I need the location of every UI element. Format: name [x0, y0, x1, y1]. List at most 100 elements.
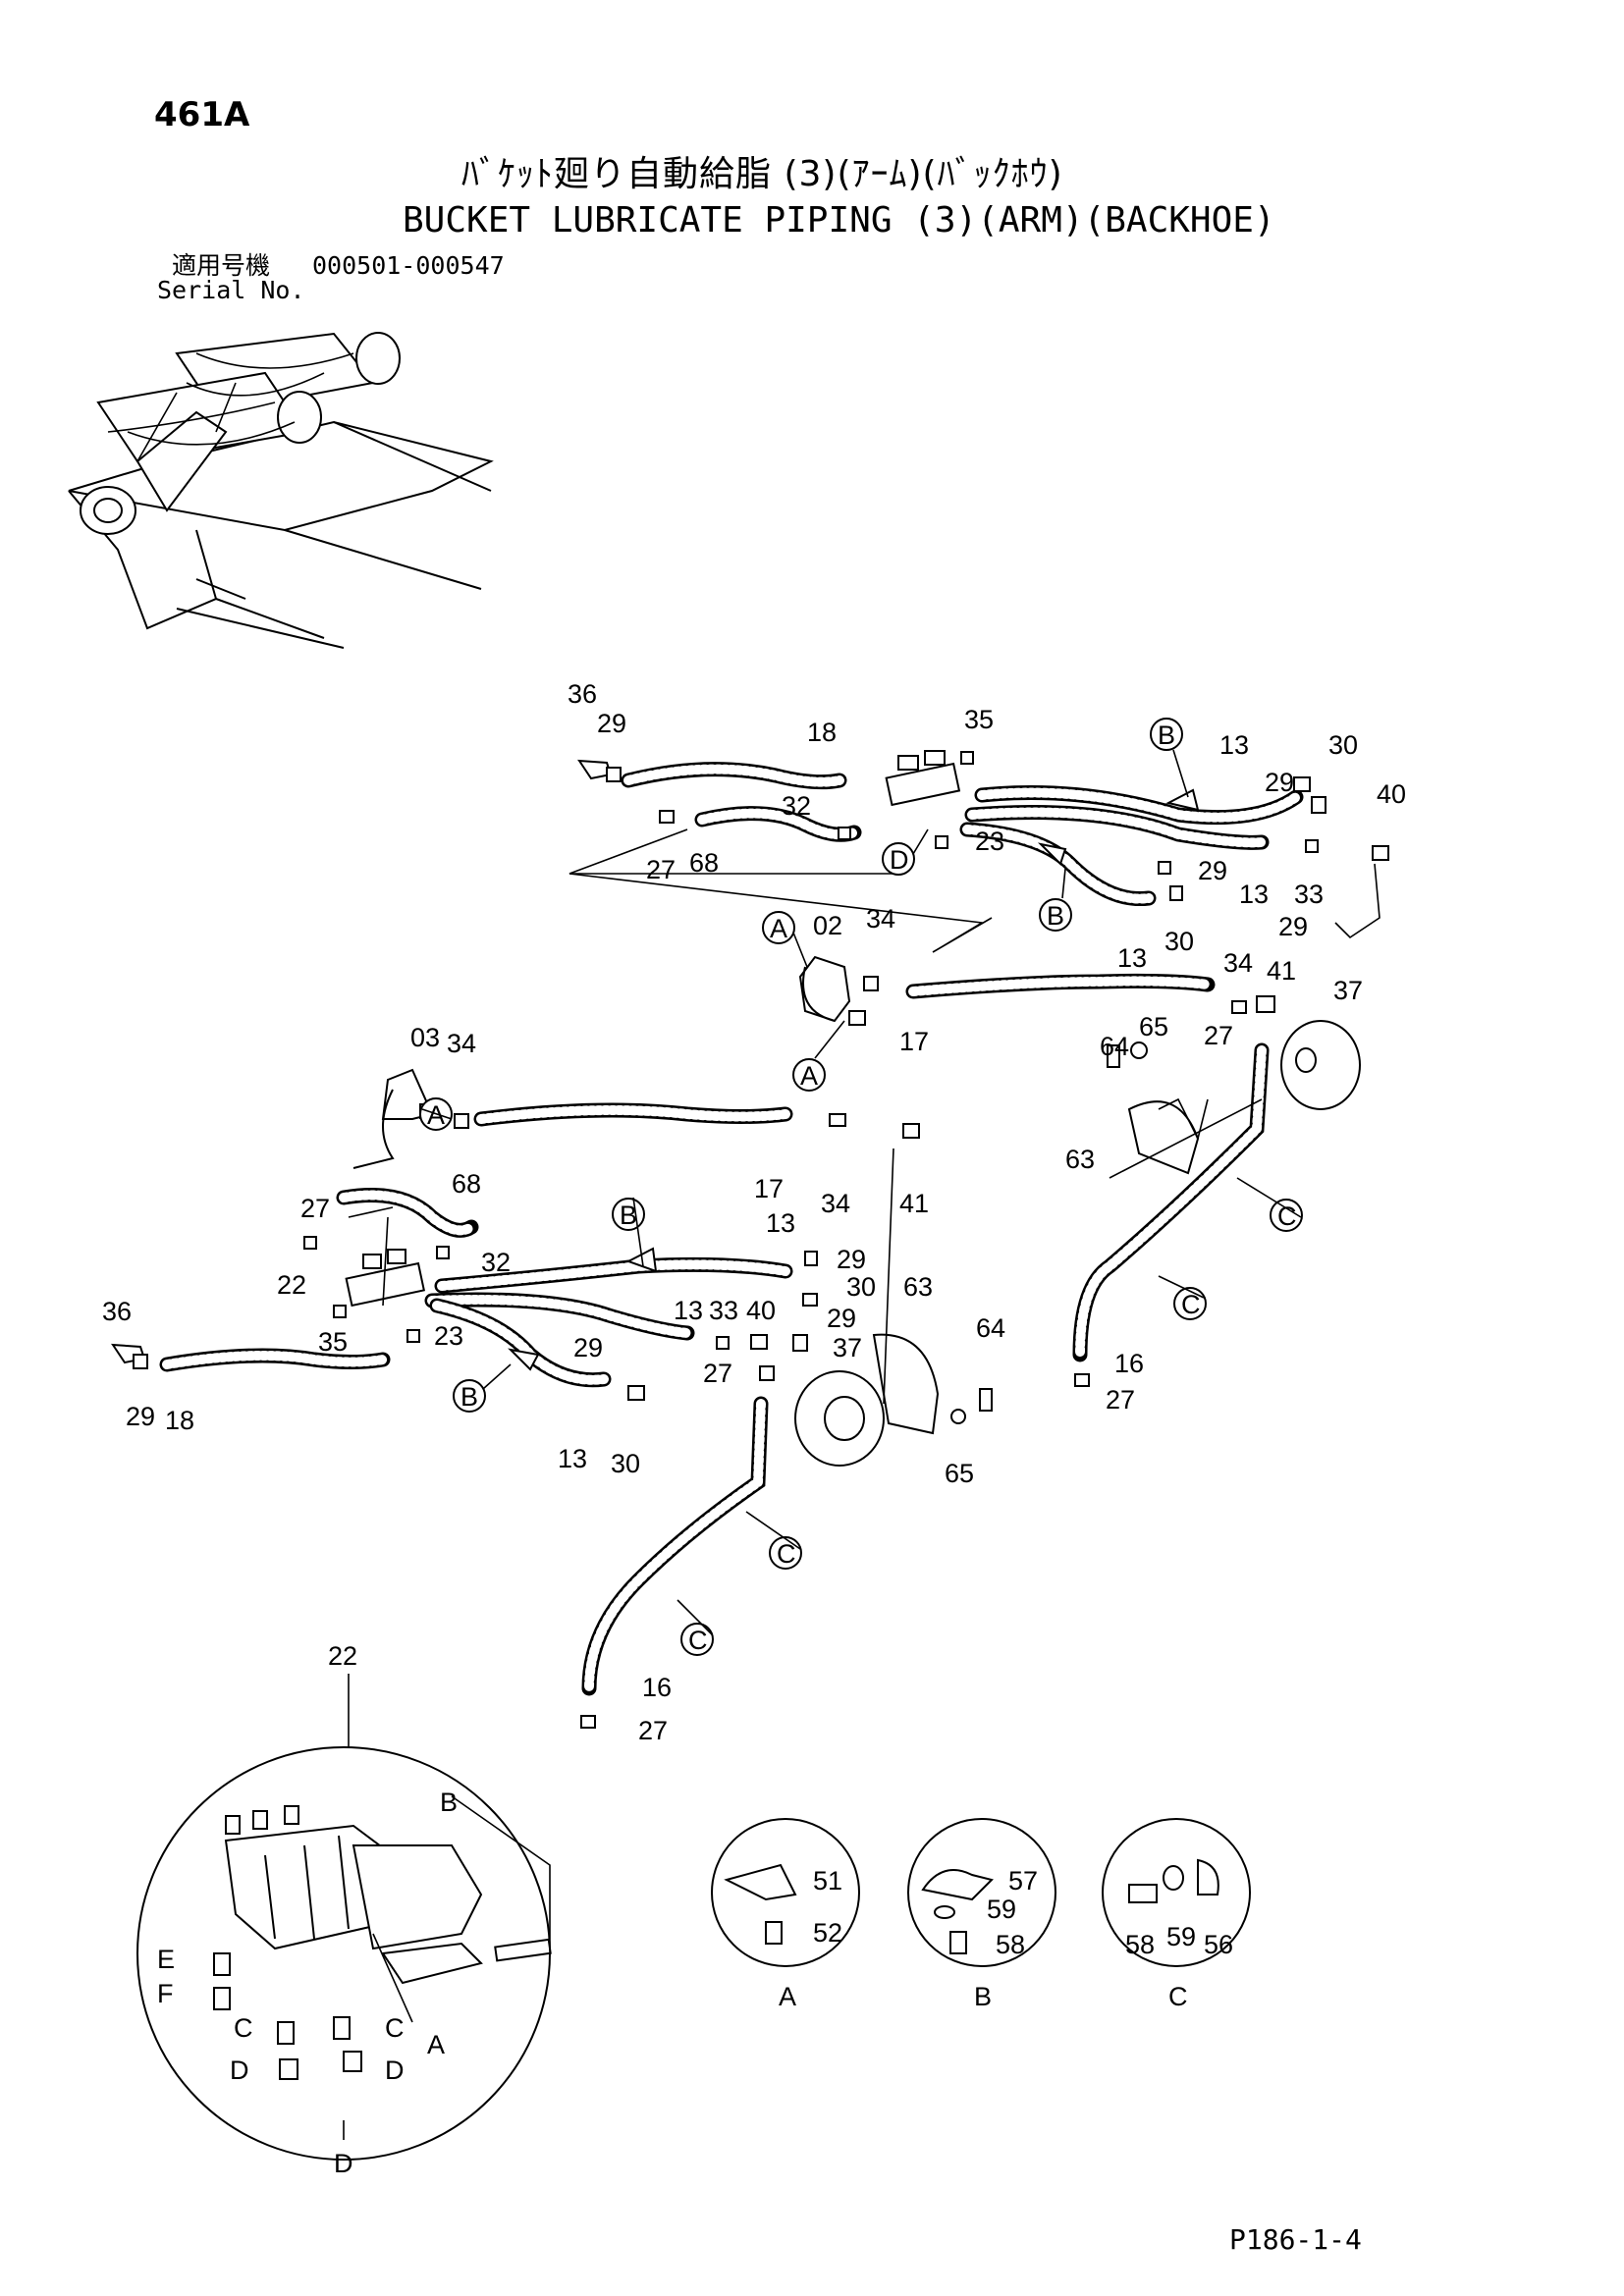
marker-b: B	[453, 1379, 486, 1413]
callout-27: 27	[646, 855, 676, 884]
svg-text:B: B	[460, 1382, 478, 1412]
callout-13: 13	[766, 1208, 795, 1238]
callout-58: 58	[996, 1930, 1025, 1959]
marker-b: B	[612, 1198, 645, 1231]
callout-41: 41	[1267, 956, 1296, 986]
svg-text:B: B	[620, 1201, 637, 1230]
serial-label-english: Serial No.	[157, 276, 305, 304]
callout-68: 68	[689, 848, 719, 878]
detail-c-view	[1102, 1818, 1251, 1967]
callout-29: 29	[573, 1333, 603, 1362]
callout-13: 13	[1219, 730, 1249, 760]
callout-13: 13	[1239, 880, 1269, 909]
detail-label-b: B	[440, 1788, 458, 1817]
callout-58: 58	[1125, 1930, 1155, 1959]
marker-b: B	[1039, 898, 1072, 932]
middle-assembly	[798, 955, 1361, 1387]
callout-30: 30	[611, 1449, 640, 1478]
callout-33: 33	[709, 1296, 738, 1325]
callout-37: 37	[1333, 976, 1363, 1005]
callout-17: 17	[754, 1174, 784, 1203]
callout-18: 18	[807, 718, 837, 747]
detail-label-b: B	[974, 1982, 992, 2011]
callout-22: 22	[328, 1641, 357, 1671]
callout-65: 65	[1139, 1012, 1168, 1041]
detail-label-e: E	[157, 1945, 175, 1974]
marker-a: A	[792, 1058, 826, 1092]
callout-57: 57	[1008, 1866, 1038, 1896]
callout-30: 30	[1164, 927, 1194, 956]
callout-13: 13	[1117, 943, 1147, 973]
callout-68: 68	[452, 1169, 481, 1199]
callout-63: 63	[903, 1272, 933, 1302]
svg-text:C: C	[1277, 1201, 1297, 1231]
svg-text:C: C	[777, 1539, 796, 1569]
marker-c: C	[769, 1536, 802, 1570]
callout-64: 64	[976, 1313, 1005, 1343]
marker-d: D	[882, 842, 915, 876]
callout-18: 18	[165, 1406, 194, 1435]
callout-02: 02	[813, 911, 842, 940]
callout-27: 27	[1204, 1021, 1233, 1050]
callout-17: 17	[899, 1027, 929, 1056]
callout-29: 29	[597, 709, 626, 738]
svg-text:B: B	[1158, 721, 1175, 750]
svg-text:A: A	[800, 1061, 818, 1091]
callout-29: 29	[1265, 768, 1294, 797]
detail-label-c: C	[234, 2013, 253, 2043]
callout-37: 37	[833, 1333, 862, 1362]
callout-34: 34	[447, 1029, 476, 1058]
detail-label-d: D	[230, 2056, 249, 2085]
callout-30: 30	[846, 1272, 876, 1302]
callout-33: 33	[1294, 880, 1324, 909]
arm-thumbnail-illustration	[68, 332, 494, 649]
upper-assembly	[568, 750, 1389, 953]
callout-23: 23	[975, 827, 1004, 856]
callout-23: 23	[434, 1321, 463, 1351]
detail-label-d: D	[334, 2149, 353, 2178]
detail-label-c: C	[1168, 1982, 1188, 2011]
callout-64: 64	[1100, 1032, 1129, 1061]
detail-label-d: D	[385, 2056, 405, 2085]
callout-22: 22	[277, 1270, 306, 1300]
lower-assembly	[111, 1068, 993, 1729]
page-number: 461A	[154, 95, 250, 134]
callout-27: 27	[703, 1359, 732, 1388]
callout-36: 36	[568, 679, 597, 709]
serial-range: 000501-000547	[312, 251, 505, 280]
callout-36: 36	[102, 1297, 132, 1326]
callout-27: 27	[1106, 1385, 1135, 1415]
svg-text:C: C	[688, 1626, 708, 1655]
callout-40: 40	[746, 1296, 776, 1325]
callout-34: 34	[866, 904, 895, 934]
callout-03: 03	[410, 1023, 440, 1052]
detail-label-c: C	[385, 2013, 405, 2043]
callout-34: 34	[821, 1189, 850, 1218]
detail-label-f: F	[157, 1979, 174, 2008]
marker-c: C	[1270, 1199, 1303, 1232]
callout-29: 29	[827, 1304, 856, 1333]
callout-29: 29	[837, 1245, 866, 1274]
callout-13: 13	[558, 1444, 587, 1473]
svg-text:C: C	[1181, 1290, 1201, 1319]
serial-label-japanese: 適用号機	[172, 251, 271, 280]
marker-c: C	[680, 1623, 714, 1656]
callout-29: 29	[126, 1402, 155, 1431]
callout-16: 16	[1114, 1349, 1144, 1378]
detail-d-view	[136, 1746, 552, 2161]
svg-text:D: D	[890, 845, 909, 875]
callout-41: 41	[899, 1189, 929, 1218]
title-japanese: ﾊﾞｹｯﾄ廻り自動給脂 (3)(ｱｰﾑ)(ﾊﾞｯｸﾎｳ)	[461, 154, 1063, 194]
callout-32: 32	[481, 1248, 511, 1277]
callout-27: 27	[300, 1194, 330, 1223]
callout-35: 35	[964, 705, 994, 734]
callout-16: 16	[642, 1673, 672, 1702]
callout-40: 40	[1377, 779, 1406, 809]
callout-32: 32	[782, 791, 811, 821]
callout-29: 29	[1198, 856, 1227, 885]
callout-29: 29	[1278, 912, 1308, 941]
callout-30: 30	[1328, 730, 1358, 760]
marker-b: B	[1150, 718, 1183, 751]
svg-text:A: A	[770, 914, 787, 943]
